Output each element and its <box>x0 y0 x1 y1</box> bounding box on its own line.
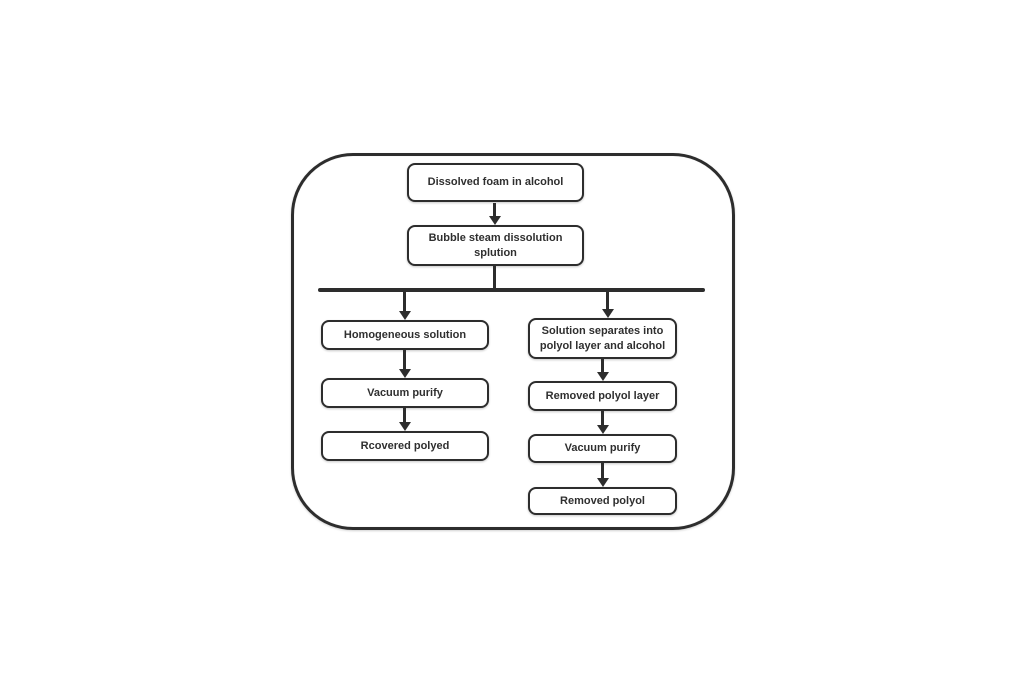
arrow-down-separates-to-removed-layer <box>601 359 604 372</box>
arrow-down-dissolved-to-bubble <box>493 203 496 216</box>
node-vacuum-purify-left: Vacuum purify <box>321 378 489 408</box>
node-dissolved-foam-in-alcohol: Dissolved foam in alcohol <box>407 163 584 202</box>
node-removed-polyol-layer: Removed polyol layer <box>528 381 677 411</box>
node-homogeneous-solution: Homogeneous solution <box>321 320 489 350</box>
arrow-down-vacuum-to-recovered <box>403 408 406 422</box>
arrow-down-vacuum-to-removed-polyol <box>601 463 604 478</box>
connector-bubble-to-split-bar <box>493 266 496 290</box>
arrow-down-bar-to-separates <box>606 292 609 309</box>
split-bar-horizontal-line <box>318 288 705 292</box>
node-vacuum-purify-right: Vacuum purify <box>528 434 677 463</box>
node-recovered-polyol: Rcovered polyed <box>321 431 489 461</box>
node-removed-polyol: Removed polyol <box>528 487 677 515</box>
node-solution-separates: Solution separates into polyol layer and… <box>528 318 677 359</box>
arrow-down-bar-to-homogeneous <box>403 292 406 311</box>
arrow-down-removed-layer-to-vacuum <box>601 411 604 425</box>
node-bubble-steam-dissolution: Bubble steam dissolution splution <box>407 225 584 266</box>
arrow-down-homogeneous-to-vacuum <box>403 350 406 369</box>
flowchart-outer-frame <box>291 153 735 530</box>
